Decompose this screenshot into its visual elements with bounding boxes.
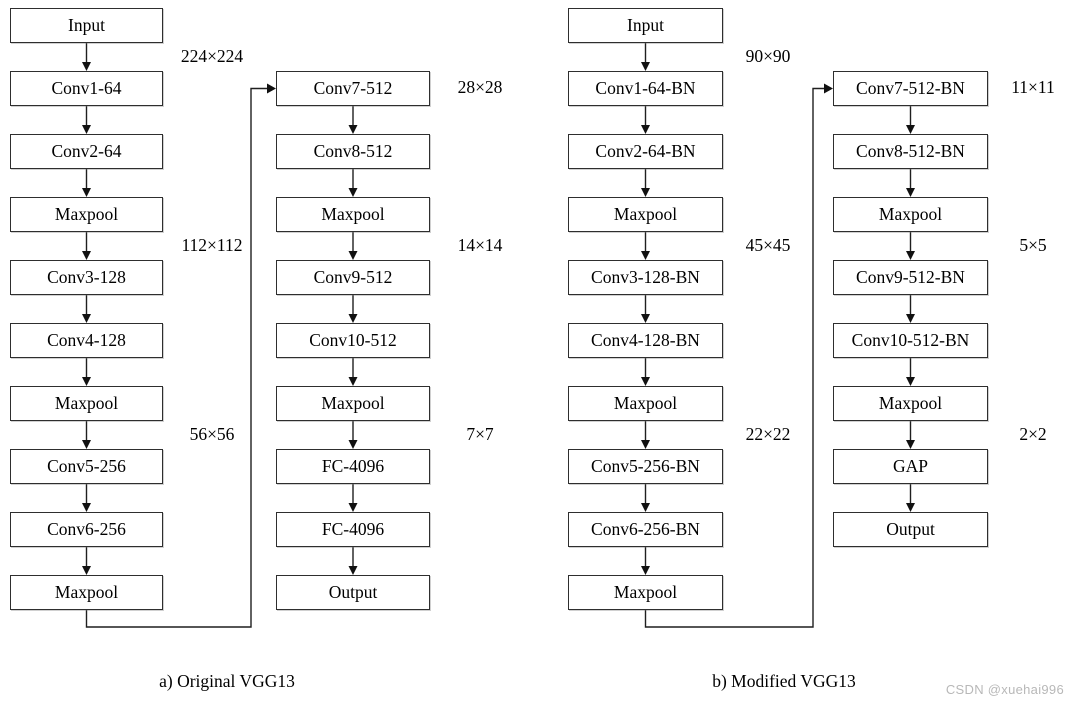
node-conv4-128-bn: Conv4-128-BN: [568, 323, 723, 358]
flow-arrowhead: [82, 377, 91, 386]
feature-size-annotation: 45×45: [745, 235, 791, 255]
node-conv4-128: Conv4-128: [10, 323, 163, 358]
node-conv8-512-bn: Conv8-512-BN: [833, 134, 988, 169]
flow-arrowhead: [906, 125, 915, 134]
flow-arrowhead: [641, 503, 650, 512]
node-conv5-256-bn: Conv5-256-BN: [568, 449, 723, 484]
node-conv10-512: Conv10-512: [276, 323, 430, 358]
caption-modified-vgg13: b) Modified VGG13: [712, 671, 856, 691]
flow-arrowhead: [348, 188, 358, 197]
flow-arrowhead: [82, 62, 91, 71]
flow-arrowhead: [82, 125, 91, 134]
node-conv7-512: Conv7-512: [276, 71, 430, 106]
flow-arrowhead: [348, 377, 358, 386]
watermark: CSDN @xuehai996: [945, 682, 1064, 697]
node-maxpool: Maxpool: [833, 386, 988, 421]
flow-arrowhead: [348, 314, 358, 323]
flow-arrowhead: [906, 314, 915, 323]
connector-arrowhead: [824, 83, 833, 94]
node-input: Input: [10, 8, 163, 43]
feature-size-annotation: 224×224: [180, 46, 244, 66]
feature-size-annotation: 11×11: [1011, 77, 1055, 97]
flow-arrowhead: [641, 251, 650, 260]
node-conv9-512: Conv9-512: [276, 260, 430, 295]
node-conv9-512-bn: Conv9-512-BN: [833, 260, 988, 295]
node-maxpool: Maxpool: [276, 386, 430, 421]
node-conv1-64-bn: Conv1-64-BN: [568, 71, 723, 106]
flow-arrowhead: [348, 125, 358, 134]
flow-arrowhead: [641, 188, 650, 197]
flow-arrowhead: [641, 314, 650, 323]
flow-arrowhead: [82, 188, 91, 197]
flow-arrowhead: [641, 440, 650, 449]
caption-original-vgg13: a) Original VGG13: [159, 671, 295, 691]
flow-arrowhead: [906, 188, 915, 197]
flow-arrowhead: [641, 125, 650, 134]
node-output: Output: [276, 575, 430, 610]
flow-arrowhead: [82, 566, 91, 575]
node-output: Output: [833, 512, 988, 547]
flow-arrowhead: [348, 566, 358, 575]
node-gap: GAP: [833, 449, 988, 484]
flow-arrowhead: [82, 440, 91, 449]
feature-size-annotation: 5×5: [1019, 235, 1047, 255]
feature-size-annotation: 90×90: [745, 46, 791, 66]
node-conv3-128: Conv3-128: [10, 260, 163, 295]
node-conv10-512-bn: Conv10-512-BN: [833, 323, 988, 358]
flow-arrowhead: [82, 251, 91, 260]
flow-arrowhead: [641, 566, 650, 575]
flow-arrowhead: [348, 251, 358, 260]
node-maxpool: Maxpool: [568, 575, 723, 610]
node-input: Input: [568, 8, 723, 43]
node-conv2-64-bn: Conv2-64-BN: [568, 134, 723, 169]
feature-size-annotation: 14×14: [457, 235, 503, 255]
flow-arrowhead: [906, 440, 915, 449]
flow-arrowhead: [906, 377, 915, 386]
feature-size-annotation: 7×7: [466, 424, 494, 444]
node-maxpool: Maxpool: [833, 197, 988, 232]
flow-arrowhead: [82, 314, 91, 323]
node-conv7-512-bn: Conv7-512-BN: [833, 71, 988, 106]
feature-size-annotation: 2×2: [1019, 424, 1047, 444]
flow-arrowhead: [348, 440, 358, 449]
node-conv3-128-bn: Conv3-128-BN: [568, 260, 723, 295]
feature-size-annotation: 56×56: [189, 424, 235, 444]
feature-size-annotation: 22×22: [745, 424, 791, 444]
node-maxpool: Maxpool: [568, 386, 723, 421]
node-conv6-256: Conv6-256: [10, 512, 163, 547]
feature-size-annotation: 112×112: [181, 235, 243, 255]
flow-arrowhead: [906, 503, 915, 512]
node-conv5-256: Conv5-256: [10, 449, 163, 484]
flow-arrowhead: [348, 503, 358, 512]
node-conv1-64: Conv1-64: [10, 71, 163, 106]
node-maxpool: Maxpool: [276, 197, 430, 232]
node-maxpool: Maxpool: [10, 575, 163, 610]
connector-arrowhead: [267, 83, 276, 94]
flow-arrowhead: [906, 251, 915, 260]
node-fc-4096: FC-4096: [276, 449, 430, 484]
flow-arrowhead: [82, 503, 91, 512]
node-fc-4096: FC-4096: [276, 512, 430, 547]
node-maxpool: Maxpool: [568, 197, 723, 232]
node-conv8-512: Conv8-512: [276, 134, 430, 169]
flow-arrowhead: [641, 377, 650, 386]
feature-size-annotation: 28×28: [457, 77, 503, 97]
node-maxpool: Maxpool: [10, 197, 163, 232]
node-conv2-64: Conv2-64: [10, 134, 163, 169]
node-conv6-256-bn: Conv6-256-BN: [568, 512, 723, 547]
flow-arrowhead: [641, 62, 650, 71]
node-maxpool: Maxpool: [10, 386, 163, 421]
